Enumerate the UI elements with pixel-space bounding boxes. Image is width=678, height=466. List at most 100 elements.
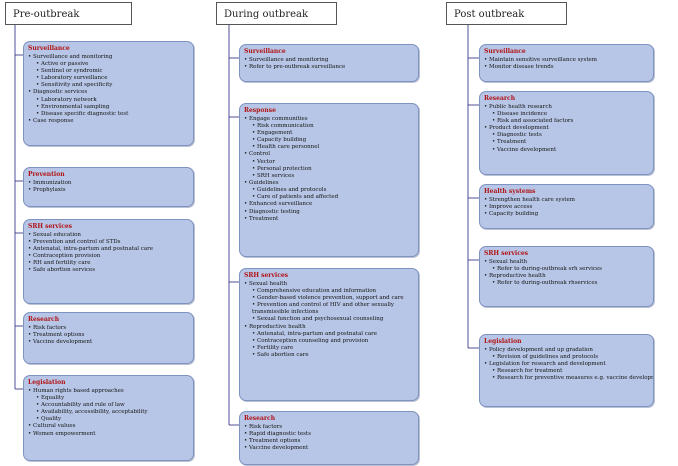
bullet-icon: • xyxy=(484,346,489,353)
sub-item: • Fertility care xyxy=(244,345,414,352)
pre-surveillance-box: Surveillance • Surveillance and monitorin… xyxy=(23,41,194,146)
bullet-icon: • xyxy=(36,82,41,89)
item-text: Surveillance and monitoring xyxy=(33,53,113,60)
item-text: Treatment xyxy=(249,215,279,222)
during-surveillance-title: Surveillance xyxy=(244,48,286,55)
bullet-icon: • xyxy=(244,115,249,122)
bullet-icon: • xyxy=(28,231,33,238)
sub-item: • Antenatal, intra-partum and postnatal … xyxy=(244,331,414,338)
bullet-icon: • xyxy=(484,63,489,70)
item-text: Comprehensive education and information xyxy=(257,287,377,294)
item-text: Product development xyxy=(489,125,549,132)
bullet-item: • Guidelines xyxy=(244,180,414,187)
item-text: Environmental sampling xyxy=(41,103,110,110)
bullet-icon: • xyxy=(36,103,41,110)
bullet-icon: • xyxy=(36,67,41,74)
bullet-icon: • xyxy=(484,103,489,110)
bullet-icon: • xyxy=(36,416,41,423)
sub-item: • Sentinel or syndromic xyxy=(28,68,189,75)
bullet-icon: • xyxy=(36,394,41,401)
bullet-icon: • xyxy=(252,187,257,194)
item-text: Policy development and up gradation xyxy=(489,346,593,353)
sub-item: • Revision of guidelines and protocols xyxy=(484,354,649,361)
pre-research-box: Research• Risk factors• Treatment option… xyxy=(23,312,194,364)
sub-item: • Accountability and rule of law xyxy=(28,402,189,409)
item-text: SRH services xyxy=(257,172,295,179)
sub-item: • Vector xyxy=(244,159,414,166)
sub-item: • Guidelines and protocols xyxy=(244,187,414,194)
sub-item: • Health care personnel xyxy=(244,144,414,151)
item-text: Guidelines and protocols xyxy=(257,187,327,194)
pre-research-title: Research xyxy=(28,316,60,323)
bullet-item: • Risk factors xyxy=(244,424,414,431)
bullet-icon: • xyxy=(28,186,33,193)
bullet-icon: • xyxy=(252,345,257,351)
bullet-icon: • xyxy=(252,316,257,323)
bullet-item: • Women empowerment xyxy=(28,431,189,438)
bullet-icon: • xyxy=(484,125,489,132)
bullet-item: • Reproductive health xyxy=(484,273,649,280)
sub-item: • Diagnostic tests xyxy=(484,132,649,139)
sub-item: • Personal protection xyxy=(244,166,414,173)
bullet-icon: • xyxy=(252,352,257,359)
item-text: Diagnostic services xyxy=(33,89,88,96)
item-text: Capacity building xyxy=(489,210,539,217)
item-text: Antenatal, intra-partum and postnatal ca… xyxy=(33,245,153,252)
bullet-icon: • xyxy=(244,430,249,437)
bullet-icon: • xyxy=(252,122,257,129)
item-text: Personal protection xyxy=(257,165,312,172)
bullet-icon: • xyxy=(28,387,33,394)
bullet-item: • Rapid diagnostic tests xyxy=(244,431,414,438)
sub-item: • SRH services xyxy=(244,173,414,180)
item-text: Strengthen health care system xyxy=(489,196,575,203)
sub-item: • Treatment xyxy=(484,139,649,146)
bullet-icon: • xyxy=(28,430,33,437)
pre-srh-services-box: SRH services• Sexual education• Preventi… xyxy=(23,219,194,304)
during-srh-services-title: SRH services xyxy=(244,272,289,279)
during-response-title: Response xyxy=(244,107,276,114)
column-header-during-outbreak: During outbreak xyxy=(216,2,337,25)
sub-item: • Disease specific diagnostic test xyxy=(28,111,189,118)
bullet-item: • Monitor disease trends xyxy=(484,64,649,71)
bullet-item: • Refer to pre-outbreak surveillance xyxy=(244,64,414,71)
item-text: Sexual health xyxy=(489,258,528,265)
bullet-icon: • xyxy=(492,117,497,124)
bullet-icon: • xyxy=(484,272,489,279)
bullet-item: • Diagnostic services xyxy=(28,89,189,96)
sub-item: • Capacity building xyxy=(244,137,414,144)
sub-item: • Laboratory surveillance xyxy=(28,75,189,82)
bullet-icon: • xyxy=(252,337,257,344)
bullet-item: • Sexual health xyxy=(484,259,649,266)
bullet-icon: • xyxy=(484,210,489,217)
sub-item: • Quality xyxy=(28,416,189,423)
sub-item: • Research for preventive measures e.g. … xyxy=(484,375,653,382)
bullet-icon: • xyxy=(252,287,257,294)
during-response-box: Response• Engage communities• Risk commu… xyxy=(239,103,419,257)
item-text: Rapid diagnostic tests xyxy=(249,430,311,437)
item-text: Accountability and rule of law xyxy=(41,401,125,408)
item-text: RH and fertility care xyxy=(33,260,91,267)
bullet-icon: • xyxy=(492,139,497,146)
bullet-item: • Capacity building xyxy=(484,211,649,218)
bullet-icon: • xyxy=(484,258,489,265)
bullet-icon: • xyxy=(492,353,497,360)
item-text: Treatment xyxy=(497,139,527,146)
bullet-item: • Treatment xyxy=(244,216,414,223)
item-text: Revision of guidelines and protocols xyxy=(497,353,599,360)
bullet-icon: • xyxy=(252,294,257,301)
pre-prevention-box: Prevention• Immunization• Prophylaxis xyxy=(23,167,194,207)
sub-item: • Equality xyxy=(28,395,189,402)
bullet-icon: • xyxy=(28,238,33,245)
bullet-item: • Contraception provision xyxy=(28,253,189,260)
bullet-item: • Maintain sensitive surveillance system xyxy=(484,57,649,64)
bullet-icon: • xyxy=(28,260,33,267)
item-text: Human rights based approaches xyxy=(33,387,124,394)
item-text: Legislation for research and development xyxy=(489,360,606,367)
item-text: Equality xyxy=(41,394,65,401)
bullet-item: • Surveillance and monitoring xyxy=(244,57,414,64)
pre-surveillance-title: Surveillance xyxy=(28,45,70,52)
item-text: Monitor disease trends xyxy=(489,63,554,70)
sub-item: • Availability, accessibility, acceptabi… xyxy=(28,409,189,416)
item-text: Risk and associated factors xyxy=(497,117,574,124)
bullet-icon: • xyxy=(492,375,497,382)
